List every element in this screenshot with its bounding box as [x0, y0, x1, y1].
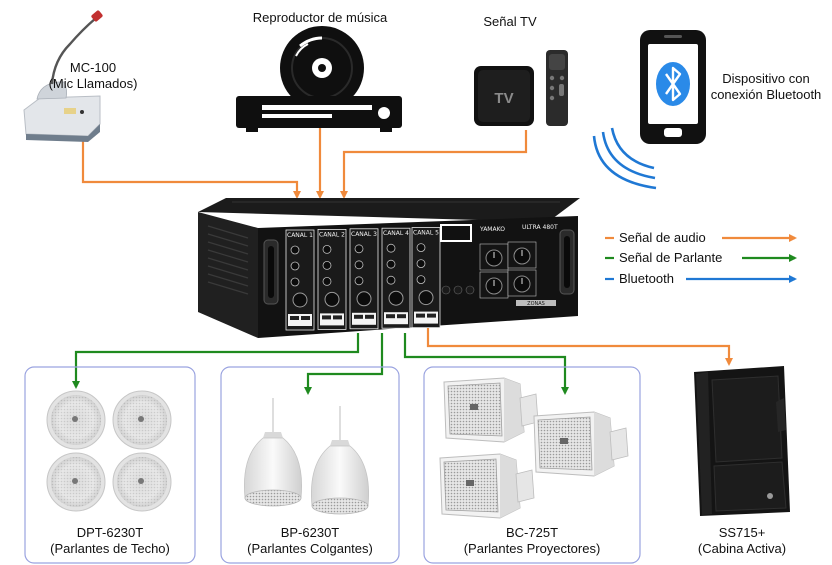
- pendant-speakers-label: BP-6230T (Parlantes Colgantes): [221, 525, 399, 557]
- projector-speaker-icon: [439, 377, 629, 519]
- desk-microphone-icon: [23, 10, 103, 142]
- amp-channel-label: CANAL 5: [413, 230, 439, 237]
- legend-speaker-label: Señal de Parlante: [619, 250, 723, 265]
- amp-brand-label: YAMAKO: [479, 226, 505, 233]
- amplifier-unit: CANAL 1 CANAL 2 CANAL 3 CANAL 4 CANAL 5 YAMA…: [198, 198, 580, 338]
- pendant-speaker: [244, 398, 302, 507]
- amp-channel-label: CANAL 2: [319, 231, 345, 238]
- amp-volume-knob: [507, 241, 537, 269]
- cabinet-name: SS715+: [718, 525, 766, 540]
- amp-zone-label: ZONAS: [527, 301, 545, 307]
- tv-to-amp-line: [340, 130, 528, 199]
- ceiling-speakers-label: DPT-6230T (Parlantes de Techo): [25, 525, 195, 557]
- mic-to-amp-line: [81, 138, 301, 199]
- amp-to-pendant-line: [304, 333, 384, 395]
- amp-to-ceiling-line: [72, 333, 360, 389]
- player-label: Reproductor de música: [252, 10, 388, 25]
- tv-label: Señal TV: [483, 14, 537, 29]
- projector-speaker: [439, 453, 535, 519]
- projector-speakers-label: BC-725T (Parlantes Proyectores): [424, 525, 640, 557]
- cabinet-desc: (Cabina Activa): [697, 541, 787, 556]
- bluetooth-waves: [592, 127, 657, 190]
- amp-channel-label: CANAL 4: [383, 230, 409, 237]
- amp-volume-knob: [479, 271, 509, 299]
- projector-speakers-group: [423, 366, 641, 564]
- ceiling-speaker: [112, 452, 172, 512]
- projector-speaker: [533, 411, 629, 477]
- audio-signal-lines: [81, 128, 733, 366]
- mic-label: MC-100 (Mic Llamados): [33, 60, 153, 92]
- tv-logo-text: TV: [494, 90, 513, 107]
- phone-label: Dispositivo con conexión Bluetooth: [700, 71, 832, 103]
- pendant-speakers-group: [220, 366, 400, 564]
- amp-model-label: ULTRA 480T: [522, 224, 558, 231]
- legend-bluetooth-label: Bluetooth: [619, 271, 674, 286]
- cd-player-icon: [236, 26, 402, 132]
- amp-channel-strip: CANAL 5: [411, 227, 441, 329]
- amp-to-cabinet-line: [426, 320, 733, 366]
- pendant-speaker-icon: [244, 398, 369, 515]
- phone-label-line1: Dispositivo con: [722, 71, 810, 86]
- amp-volume-knob: [479, 243, 509, 271]
- active-speaker-cabinet-icon: [694, 366, 790, 516]
- ceiling-speaker: [112, 390, 172, 450]
- amp-channel-label: CANAL 3: [351, 231, 377, 238]
- ceiling-speaker-icon: [46, 390, 172, 512]
- ceiling-speakers-group: [24, 366, 196, 564]
- amp-channel-strip: CANAL 1: [285, 229, 315, 331]
- ceiling-speaker: [46, 452, 106, 512]
- amp-channel-strip: CANAL 3: [349, 228, 379, 330]
- speaker-signal-lines: [72, 333, 569, 395]
- ceiling-speakers-desc: (Parlantes de Techo): [50, 541, 170, 556]
- pendant-speakers-name: BP-6230T: [280, 525, 340, 540]
- projector-speakers-name: BC-725T: [505, 525, 559, 540]
- legend-lines: [605, 234, 797, 283]
- mic-desc: (Mic Llamados): [48, 76, 138, 91]
- cabinet-label: SS715+ (Cabina Activa): [672, 525, 812, 557]
- remote-control-icon: [546, 50, 568, 126]
- projector-speaker: [443, 377, 539, 443]
- amp-channel-strip: CANAL 2: [317, 228, 347, 330]
- ceiling-speaker: [46, 390, 106, 450]
- amp-to-horn-line: [403, 333, 569, 395]
- tv-box-icon: TV: [474, 66, 534, 126]
- pendant-speakers-desc: (Parlantes Colgantes): [247, 541, 373, 556]
- mic-name: MC-100: [69, 60, 117, 75]
- pendant-speaker: [311, 406, 369, 515]
- ceiling-speakers-name: DPT-6230T: [76, 525, 144, 540]
- legend-audio-label: Señal de audio: [619, 230, 706, 245]
- bluetooth-icon: [656, 62, 690, 106]
- projector-speakers-desc: (Parlantes Proyectores): [463, 541, 601, 556]
- amp-channel-strip: CANAL 4: [381, 227, 411, 329]
- phone-label-line2: conexión Bluetooth: [710, 87, 822, 102]
- amp-volume-knob: [507, 269, 537, 297]
- amp-channel-label: CANAL 1: [287, 232, 313, 239]
